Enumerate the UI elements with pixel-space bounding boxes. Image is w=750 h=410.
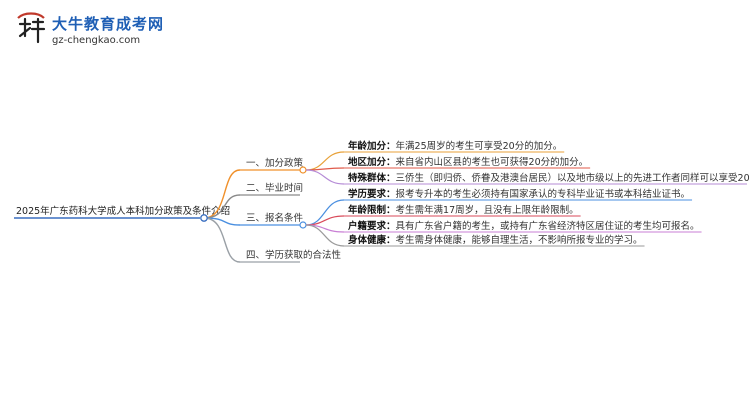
leaf-text: 来自省内山区县的考生也可获得20分的加分。 — [396, 156, 589, 168]
leaf-connector — [305, 224, 345, 247]
leaf-key: 特殊群体 — [348, 172, 387, 184]
leaf-key: 户籍要求 — [347, 220, 387, 232]
branch-label-2[interactable]: 二、毕业时间 — [246, 182, 303, 194]
branch-connector-2 — [203, 194, 241, 219]
leaf-key: 年龄限制 — [348, 204, 387, 216]
leaf-item[interactable]: 年龄限制：考生需年满17周岁，且没有上限年龄限制。 — [348, 204, 579, 216]
leaf-colon: ： — [386, 173, 396, 184]
root-toggle[interactable] — [200, 214, 208, 222]
leaf-colon: ： — [386, 205, 396, 216]
leaf-connector — [305, 151, 345, 171]
leaf-text: 考生需身体健康，能够自理生活，不影响所报专业的学习。 — [396, 234, 643, 246]
leaf-colon: ： — [386, 221, 396, 232]
branch-label-1[interactable]: 一、加分政策 — [246, 157, 304, 169]
leaf-colon: ： — [386, 235, 396, 246]
leaf-text: 报考专升本的考生必须持有国家承认的专科毕业证书或本科结业证书。 — [396, 188, 691, 200]
leaf-item[interactable]: 学历要求：报考专升本的考生必须持有国家承认的专科毕业证书或本科结业证书。 — [348, 188, 690, 200]
logo-title: 大牛教育成考网 — [52, 15, 165, 33]
leaf-key: 身体健康 — [348, 234, 387, 246]
leaf-connector — [305, 169, 345, 185]
leaf-colon: ： — [386, 141, 396, 152]
leaf-text: 三侨生（即归侨、侨眷及港澳台居民）以及地市级以上的先进工作者同样可以享受20分的… — [396, 172, 750, 184]
leaf-text: 年满25周岁的考生可享受20分的加分。 — [396, 140, 563, 152]
leaf-text: 考生需年满17周岁，且没有上限年龄限制。 — [396, 204, 579, 216]
branch-connector-4 — [203, 217, 241, 263]
leaf-text: 具有广东省户籍的考生，或持有广东省经济特区居住证的考生均可报名。 — [396, 220, 700, 232]
site-logo[interactable]: 大牛教育成考网 gz-chengkao.com — [14, 10, 164, 58]
branch-toggle-3[interactable] — [299, 221, 307, 229]
branch-label-4[interactable]: 四、学历获取的合法性 — [246, 249, 342, 261]
root-node-label: 2025年广东药科大学成人本科加分政策及条件介绍 — [16, 205, 230, 217]
branch-label-3[interactable]: 三、报名条件 — [246, 212, 304, 224]
leaf-item[interactable]: 地区加分：来自省内山区县的考生也可获得20分的加分。 — [348, 156, 588, 168]
leaf-connector — [305, 199, 345, 226]
leaf-key: 年龄加分 — [348, 140, 387, 152]
leaf-key: 地区加分 — [348, 156, 387, 168]
branch-toggle-1[interactable] — [299, 166, 307, 174]
leaf-item[interactable]: 户籍要求：具有广东省户籍的考生，或持有广东省经济特区居住证的考生均可报名。 — [347, 220, 700, 232]
logo-url: gz-chengkao.com — [52, 35, 141, 46]
bull-logo-icon — [17, 12, 46, 44]
leaf-item[interactable]: 身体健康：考生需身体健康，能够自理生活，不影响所报专业的学习。 — [348, 234, 643, 246]
leaf-item[interactable]: 特殊群体：三侨生（即归侨、侨眷及港澳台居民）以及地市级以上的先进工作者同样可以享… — [348, 172, 750, 184]
leaf-colon: ： — [386, 189, 396, 200]
leaf-key: 学历要求 — [348, 188, 387, 200]
leaf-colon: ： — [386, 157, 396, 168]
leaf-item[interactable]: 年龄加分：年满25周岁的考生可享受20分的加分。 — [348, 140, 562, 152]
